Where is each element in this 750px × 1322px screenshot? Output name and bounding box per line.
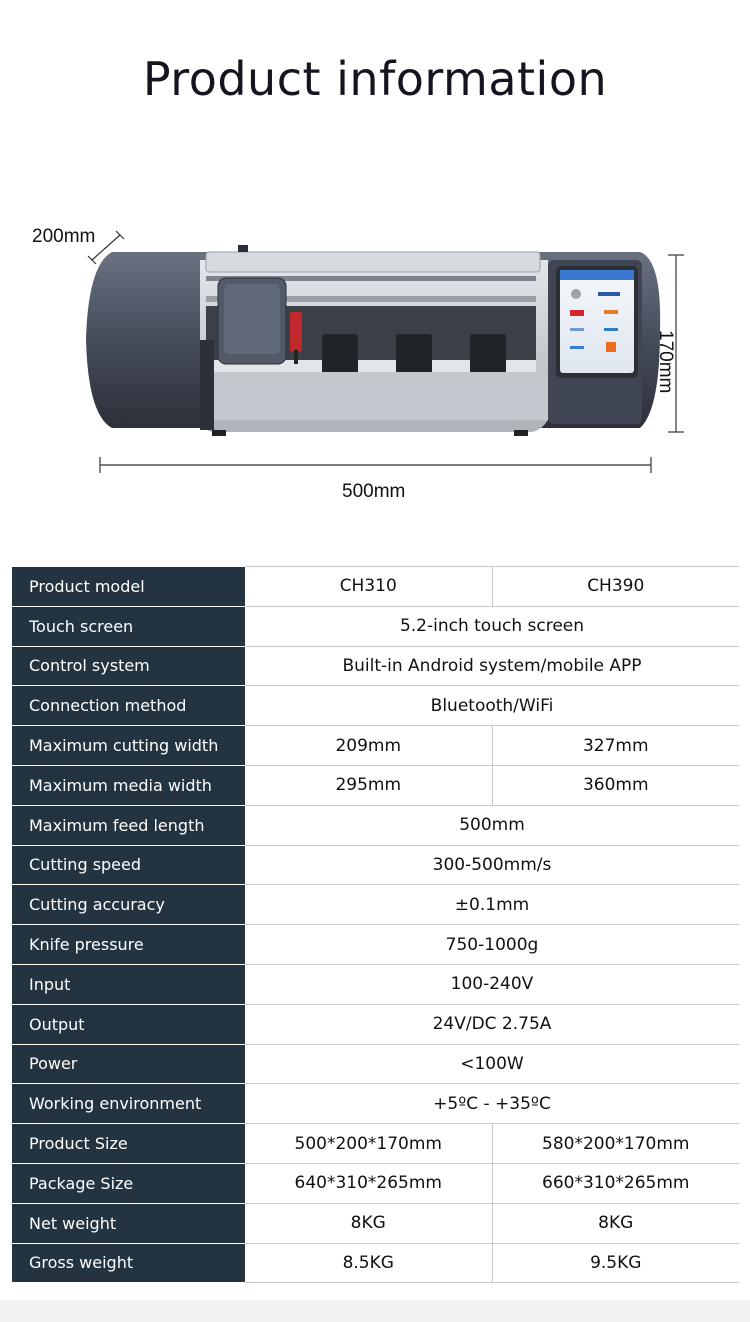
spec-value-model-2: 9.5KG — [492, 1243, 739, 1284]
spec-value: +5ºC - +35ºC — [245, 1083, 739, 1125]
spec-label: Output — [12, 1004, 245, 1045]
spec-value: 24V/DC 2.75A — [245, 1004, 739, 1045]
spec-value-model-1: 500*200*170mm — [245, 1123, 493, 1164]
spec-label: Working environment — [12, 1083, 245, 1125]
spec-value-model-1: 295mm — [245, 765, 493, 806]
spec-label: Touch screen — [12, 606, 245, 647]
page-title: Product information — [142, 52, 608, 106]
height-dimension-label: 170mm — [655, 330, 676, 394]
footer-band — [0, 1300, 750, 1322]
spec-label: Maximum cutting width — [12, 725, 245, 766]
spec-value-model-2: 580*200*170mm — [492, 1123, 739, 1164]
spec-label: Input — [12, 964, 245, 1005]
spec-row: Power<100W — [12, 1044, 739, 1085]
spec-value-model-1: 209mm — [245, 725, 493, 766]
depth-dimension-label: 200mm — [32, 226, 96, 247]
spec-value-model-2: CH390 — [492, 566, 739, 607]
spec-value: 300-500mm/s — [245, 845, 739, 886]
spec-label: Power — [12, 1044, 245, 1085]
spec-label: Maximum media width — [12, 765, 245, 806]
spec-label: Control system — [12, 646, 245, 687]
spec-value: 750-1000g — [245, 924, 739, 965]
spec-value-model-2: 8KG — [492, 1203, 739, 1244]
spec-value-model-1: CH310 — [245, 566, 493, 607]
cutting-plotter-illustration — [86, 230, 684, 473]
spec-label: Product model — [12, 566, 245, 607]
spec-value: 500mm — [245, 805, 739, 846]
spec-value: Built-in Android system/mobile APP — [245, 646, 739, 687]
spec-label: Gross weight — [12, 1243, 245, 1284]
spec-label: Cutting accuracy — [12, 884, 245, 926]
spec-label: Maximum feed length — [12, 805, 245, 846]
spec-label: Net weight — [12, 1203, 245, 1244]
spec-label: Cutting speed — [12, 845, 245, 886]
spec-row: Working environment+5ºC - +35ºC — [12, 1083, 739, 1125]
spec-value: <100W — [245, 1044, 739, 1085]
spec-value-model-1: 8KG — [245, 1203, 493, 1244]
spec-label: Package Size — [12, 1163, 245, 1204]
spec-value: 100-240V — [245, 964, 739, 1005]
spec-value: ±0.1mm — [245, 884, 739, 926]
spec-label: Product Size — [12, 1123, 245, 1164]
spec-value-model-1: 640*310*265mm — [245, 1163, 493, 1204]
spec-value-model-2: 660*310*265mm — [492, 1163, 739, 1204]
spec-label: Knife pressure — [12, 924, 245, 965]
spec-value: Bluetooth/WiFi — [245, 685, 739, 727]
spec-value: 5.2-inch touch screen — [245, 606, 739, 647]
spec-label: Connection method — [12, 685, 245, 727]
spec-value-model-2: 360mm — [492, 765, 739, 806]
spec-row: Cutting accuracy±0.1mm — [12, 884, 739, 926]
width-dimension-label: 500mm — [342, 481, 406, 502]
spec-value-model-1: 8.5KG — [245, 1243, 493, 1284]
spec-value-model-2: 327mm — [492, 725, 739, 766]
